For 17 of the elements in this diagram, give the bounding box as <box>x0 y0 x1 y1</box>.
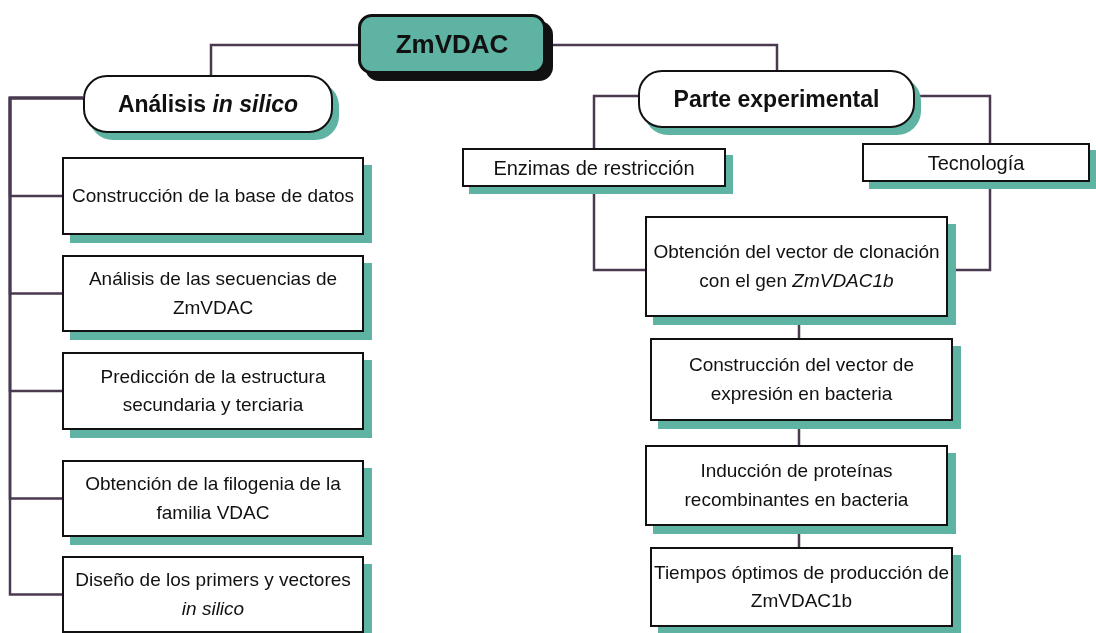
node-label: Construcción de la base de datos <box>72 183 354 208</box>
node-label: Construcción del vector de expresión en bacteria <box>688 353 915 406</box>
connector-line <box>8 96 83 596</box>
connector-line <box>209 43 358 75</box>
node-label: Análisis de las secuencias de ZmVDAC <box>87 267 339 320</box>
node-label: Enzimas de restricción <box>493 155 695 181</box>
node-label: Predicción de la estructura secundaria y terciaria <box>99 364 327 417</box>
node-label: Parte experimental <box>673 84 880 114</box>
node-label: Obtención del vector de clonación con el gen ZmVDAC1b <box>652 240 941 293</box>
node-label: Tecnología <box>927 150 1025 176</box>
node-label: Tiempos óptimos de producción de ZmVDAC1b <box>654 560 949 613</box>
node-label: Inducción de proteínas recombinantes en bacteria <box>683 459 910 512</box>
node-label: ZmVDAC <box>395 27 509 61</box>
node-label: Diseño de los primers y vectores in silico <box>74 568 352 621</box>
node-label: Análisis in silico <box>117 89 299 119</box>
connector-line <box>592 94 638 148</box>
node-label: Obtención de la filogenia de la familia VDAC <box>84 472 342 525</box>
